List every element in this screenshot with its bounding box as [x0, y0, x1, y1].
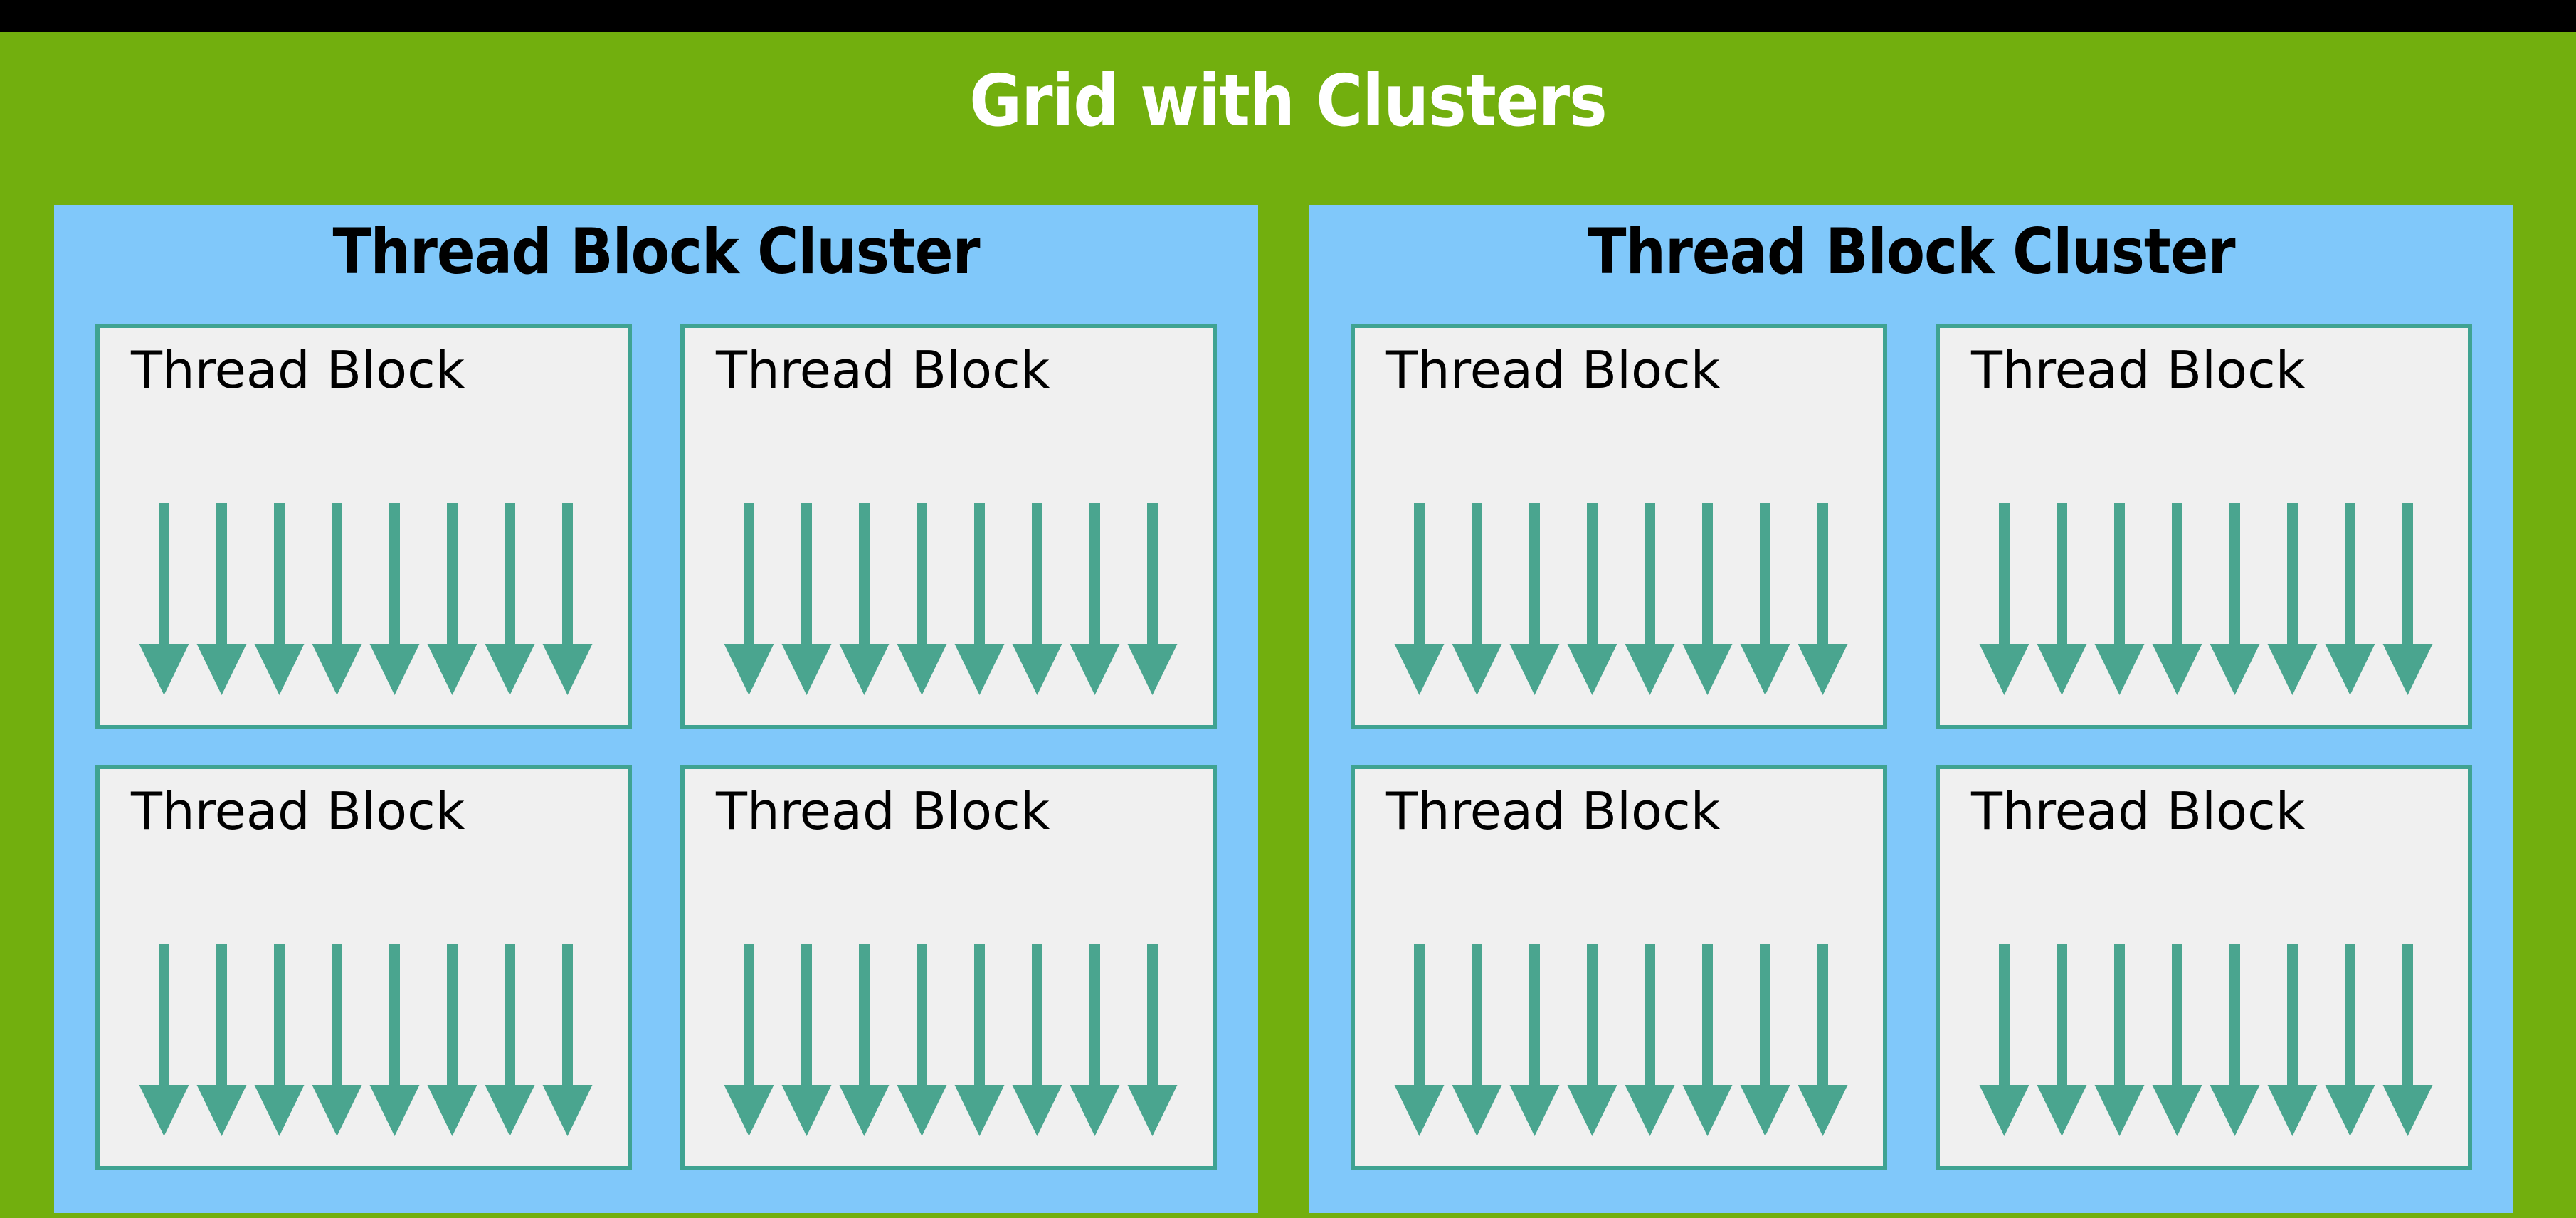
down-arrow-icon [254, 503, 305, 695]
down-arrow-icon [1798, 944, 1848, 1136]
down-arrow-icon [369, 944, 420, 1136]
down-arrow-icon [369, 503, 420, 695]
down-arrow-icon [485, 944, 535, 1136]
down-arrow-icon [1567, 503, 1617, 695]
thread-block-label: Thread Block [1386, 781, 1721, 841]
thread-block[interactable]: Thread Block [1351, 765, 1887, 1170]
down-arrow-icon [2094, 944, 2145, 1136]
down-arrow-icon [2210, 503, 2260, 695]
down-arrow-icon [2152, 503, 2202, 695]
down-arrow-icon [312, 944, 362, 1136]
down-arrow-icon [1567, 944, 1617, 1136]
down-arrow-icon [542, 503, 593, 695]
thread-block[interactable]: Thread Block [95, 765, 632, 1170]
thread-arrows-group [139, 503, 593, 695]
down-arrow-icon [897, 503, 947, 695]
down-arrow-icon [1625, 944, 1675, 1136]
thread-block[interactable]: Thread Block [680, 765, 1217, 1170]
down-arrow-icon [2037, 503, 2087, 695]
down-arrow-icon [312, 503, 362, 695]
down-arrow-icon [196, 944, 247, 1136]
thread-block-label: Thread Block [1971, 340, 2306, 400]
thread-block-label: Thread Block [131, 781, 465, 841]
down-arrow-icon [897, 944, 947, 1136]
down-arrow-icon [2152, 944, 2202, 1136]
thread-block-label: Thread Block [716, 781, 1050, 841]
down-arrow-icon [1452, 944, 1502, 1136]
down-arrow-icon [839, 944, 890, 1136]
down-arrow-icon [2037, 944, 2087, 1136]
thread-block-label: Thread Block [131, 340, 465, 400]
thread-arrows-group [1394, 503, 1848, 695]
down-arrow-icon [1127, 503, 1178, 695]
down-arrow-icon [1682, 944, 1733, 1136]
down-arrow-icon [2382, 944, 2433, 1136]
thread-block[interactable]: Thread Block [1936, 324, 2472, 729]
down-arrow-icon [724, 503, 774, 695]
thread-arrows-group [724, 503, 1178, 695]
down-arrow-icon [1070, 503, 1120, 695]
thread-block-label: Thread Block [716, 340, 1050, 400]
down-arrow-icon [2325, 944, 2375, 1136]
thread-block-label: Thread Block [1971, 781, 2306, 841]
down-arrow-icon [542, 944, 593, 1136]
down-arrow-icon [724, 944, 774, 1136]
down-arrow-icon [1509, 503, 1560, 695]
thread-block-label: Thread Block [1386, 340, 1721, 400]
thread-block[interactable]: Thread Block [1936, 765, 2472, 1170]
down-arrow-icon [254, 944, 305, 1136]
down-arrow-icon [1127, 944, 1178, 1136]
thread-arrows-group [1979, 503, 2433, 695]
down-arrow-icon [485, 503, 535, 695]
down-arrow-icon [954, 503, 1005, 695]
cluster-title: Thread Block Cluster [332, 215, 980, 288]
down-arrow-icon [2325, 503, 2375, 695]
thread-block[interactable]: Thread Block [1351, 324, 1887, 729]
thread-arrows-group [1979, 944, 2433, 1136]
down-arrow-icon [139, 944, 189, 1136]
down-arrow-icon [1012, 503, 1062, 695]
down-arrow-icon [2382, 503, 2433, 695]
down-arrow-icon [1394, 944, 1445, 1136]
down-arrow-icon [1012, 944, 1062, 1136]
down-arrow-icon [2267, 944, 2318, 1136]
down-arrow-icon [954, 944, 1005, 1136]
page-title: Grid with Clusters [969, 59, 1607, 142]
down-arrow-icon [1682, 503, 1733, 695]
thread-block[interactable]: Thread Block [95, 324, 632, 729]
down-arrow-icon [1625, 503, 1675, 695]
down-arrow-icon [781, 503, 832, 695]
down-arrow-icon [2267, 503, 2318, 695]
down-arrow-icon [1740, 944, 1790, 1136]
thread-arrows-group [1394, 944, 1848, 1136]
down-arrow-icon [196, 503, 247, 695]
down-arrow-icon [1394, 503, 1445, 695]
down-arrow-icon [2094, 503, 2145, 695]
thread-arrows-group [724, 944, 1178, 1136]
down-arrow-icon [1979, 503, 2029, 695]
down-arrow-icon [427, 944, 477, 1136]
down-arrow-icon [1979, 944, 2029, 1136]
down-arrow-icon [1509, 944, 1560, 1136]
down-arrow-icon [139, 503, 189, 695]
down-arrow-icon [781, 944, 832, 1136]
thread-block[interactable]: Thread Block [680, 324, 1217, 729]
thread-arrows-group [139, 944, 593, 1136]
down-arrow-icon [1452, 503, 1502, 695]
down-arrow-icon [1798, 503, 1848, 695]
down-arrow-icon [1740, 503, 1790, 695]
down-arrow-icon [839, 503, 890, 695]
down-arrow-icon [1070, 944, 1120, 1136]
down-arrow-icon [2210, 944, 2260, 1136]
cluster-title: Thread Block Cluster [1588, 215, 2235, 288]
down-arrow-icon [427, 503, 477, 695]
